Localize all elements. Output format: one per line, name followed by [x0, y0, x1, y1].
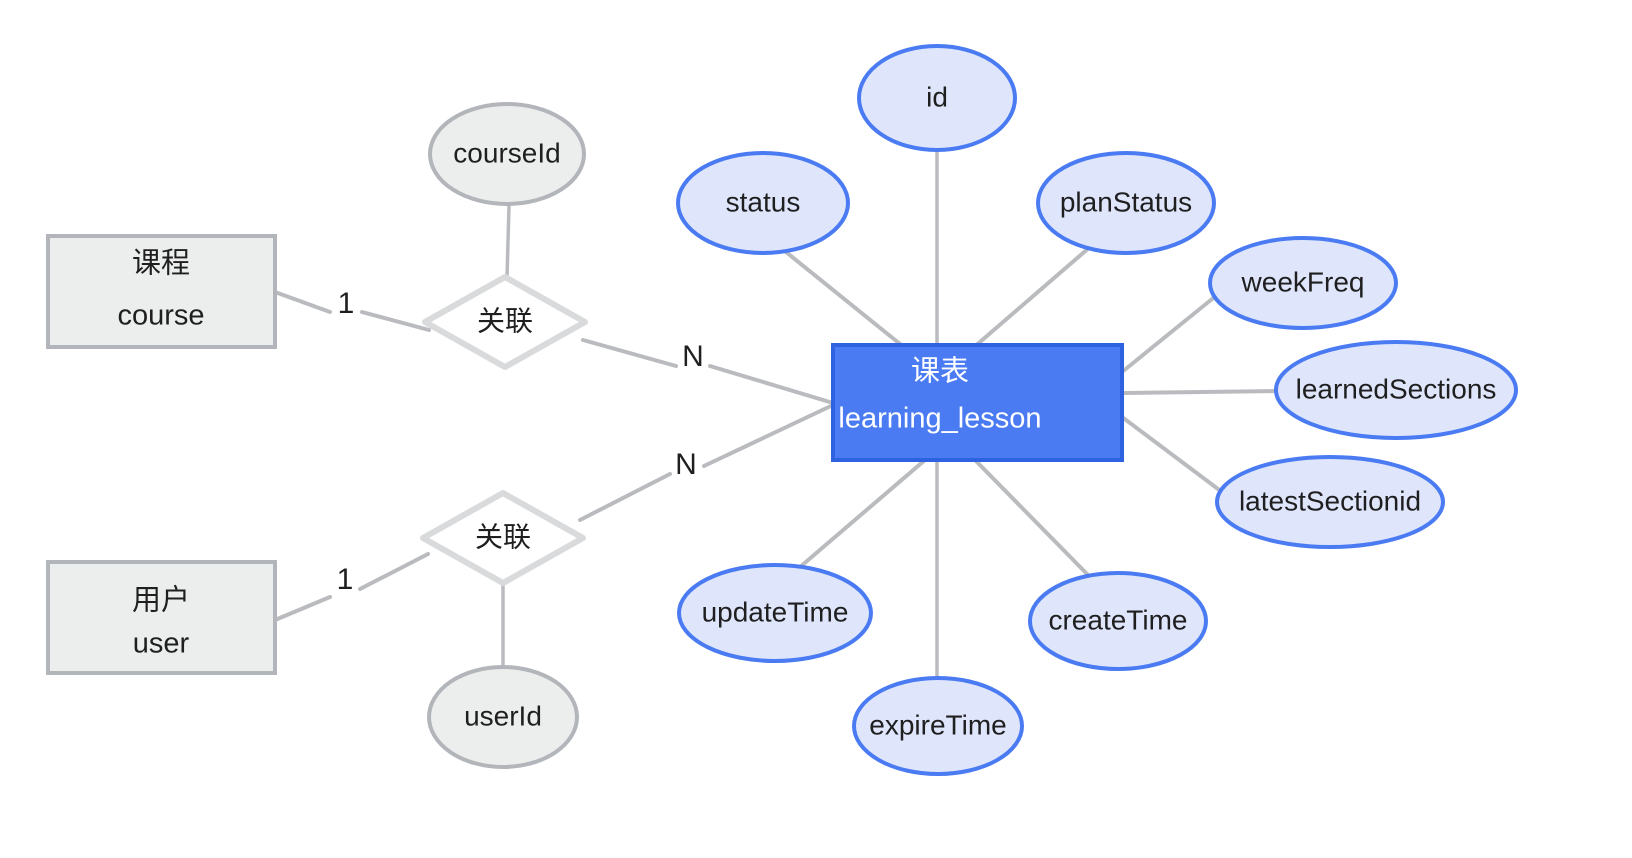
- attribute-expiretime-ellipse[interactable]: [852, 676, 1024, 776]
- relationship-user-lesson-diamond[interactable]: [420, 490, 586, 586]
- attribute-createtime[interactable]: createTime: [1028, 571, 1208, 671]
- cardinality-labels-layer: 1 N N 1: [337, 287, 704, 596]
- attribute-id[interactable]: id: [857, 44, 1017, 152]
- entity-user-label-cn: 用户: [132, 584, 190, 617]
- attribute-learnedsections-label: learnedSections: [1296, 373, 1497, 404]
- attribute-userid-ellipse[interactable]: [427, 665, 579, 769]
- entity-course[interactable]: 课程 course: [46, 234, 277, 349]
- edge-learning-lesson-to-planstatus: [971, 245, 1092, 350]
- entity-learning-lesson-label-cn: 课表: [911, 355, 969, 388]
- entity-course-box[interactable]: [46, 234, 277, 349]
- cardinality-user-many: N: [675, 448, 697, 481]
- attribute-planstatus[interactable]: planStatus: [1036, 151, 1216, 255]
- attribute-userid-label: userId: [464, 700, 542, 731]
- edge-cardinality-n-to-learning-lesson-upper: [708, 364, 835, 405]
- cardinality-course-one: 1: [338, 287, 355, 320]
- attribute-updatetime-ellipse[interactable]: [677, 563, 873, 663]
- attribute-expiretime[interactable]: expireTime: [852, 676, 1024, 776]
- cardinality-course-many: N: [682, 340, 704, 373]
- edges-layer: [273, 150, 1280, 681]
- entity-course-label-en: course: [117, 300, 204, 332]
- attribute-weekfreq-label: weekFreq: [1241, 266, 1365, 297]
- edge-course-to-cardinality-1: [273, 290, 332, 314]
- entity-user[interactable]: 用户 user: [46, 560, 277, 675]
- edge-learning-lesson-to-updatetime: [798, 458, 927, 569]
- attribute-updatetime-label: updateTime: [702, 596, 849, 627]
- entity-learning-lesson[interactable]: 课表 learning_lesson: [831, 343, 1124, 462]
- entity-learning-lesson-box[interactable]: [831, 343, 1124, 462]
- attribute-weekfreq[interactable]: weekFreq: [1208, 236, 1398, 330]
- attribute-learnedsections-ellipse[interactable]: [1274, 340, 1518, 440]
- attribute-createtime-label: createTime: [1048, 604, 1187, 635]
- relationship-user-lesson[interactable]: 关联: [420, 490, 586, 586]
- attribute-createtime-ellipse[interactable]: [1028, 571, 1208, 671]
- attribute-latestsectionid-label: latestSectionid: [1239, 485, 1421, 516]
- attribute-userid[interactable]: userId: [427, 665, 579, 769]
- edge-learning-lesson-to-createtime: [973, 458, 1091, 578]
- attribute-courseid[interactable]: courseId: [428, 102, 586, 206]
- attribute-latestsectionid-ellipse[interactable]: [1215, 455, 1445, 549]
- attribute-courseid-ellipse[interactable]: [428, 102, 586, 206]
- edge-cardinality-1-to-relationship-user: [358, 552, 430, 591]
- edge-relationship-user-to-cardinality-n: [578, 472, 672, 522]
- attribute-planstatus-ellipse[interactable]: [1036, 151, 1216, 255]
- attribute-learnedsections[interactable]: learnedSections: [1274, 340, 1518, 440]
- attribute-courseid-label: courseId: [453, 137, 560, 168]
- cardinality-user-one: 1: [337, 563, 354, 596]
- edge-learning-lesson-to-weekfreq: [1120, 293, 1219, 374]
- relationship-course-lesson[interactable]: 关联: [422, 274, 588, 370]
- attribute-status[interactable]: status: [676, 151, 850, 255]
- edge-learning-lesson-to-latestsectionid: [1120, 415, 1224, 494]
- edge-cardinality-n-to-learning-lesson-lower: [702, 403, 835, 468]
- edge-learning-lesson-to-status: [784, 250, 907, 350]
- edge-cardinality-1-to-relationship-course: [360, 310, 431, 332]
- attribute-planstatus-label: planStatus: [1060, 186, 1192, 217]
- entity-course-label-cn: 课程: [132, 248, 190, 280]
- attribute-latestsectionid[interactable]: latestSectionid: [1215, 455, 1445, 549]
- entity-user-box[interactable]: [46, 560, 277, 675]
- edge-user-to-cardinality-1: [273, 595, 332, 622]
- edge-courseid-to-relationship: [505, 204, 511, 279]
- attribute-id-label: id: [926, 81, 948, 112]
- edge-learning-lesson-to-learnedsections: [1120, 389, 1280, 395]
- entity-learning-lesson-label-en: learning_lesson: [838, 403, 1041, 435]
- attribute-updatetime[interactable]: updateTime: [677, 563, 873, 663]
- edge-relationship-course-to-cardinality-n: [581, 338, 678, 368]
- attribute-status-ellipse[interactable]: [676, 151, 850, 255]
- attribute-expiretime-label: expireTime: [869, 709, 1006, 740]
- attribute-status-label: status: [726, 186, 801, 217]
- relationship-course-lesson-label: 关联: [477, 305, 533, 336]
- attribute-id-ellipse[interactable]: [857, 44, 1017, 152]
- entity-user-label-en: user: [133, 628, 190, 660]
- relationship-course-lesson-diamond[interactable]: [422, 274, 588, 370]
- relationship-user-lesson-label: 关联: [475, 521, 531, 552]
- attribute-weekfreq-ellipse[interactable]: [1208, 236, 1398, 330]
